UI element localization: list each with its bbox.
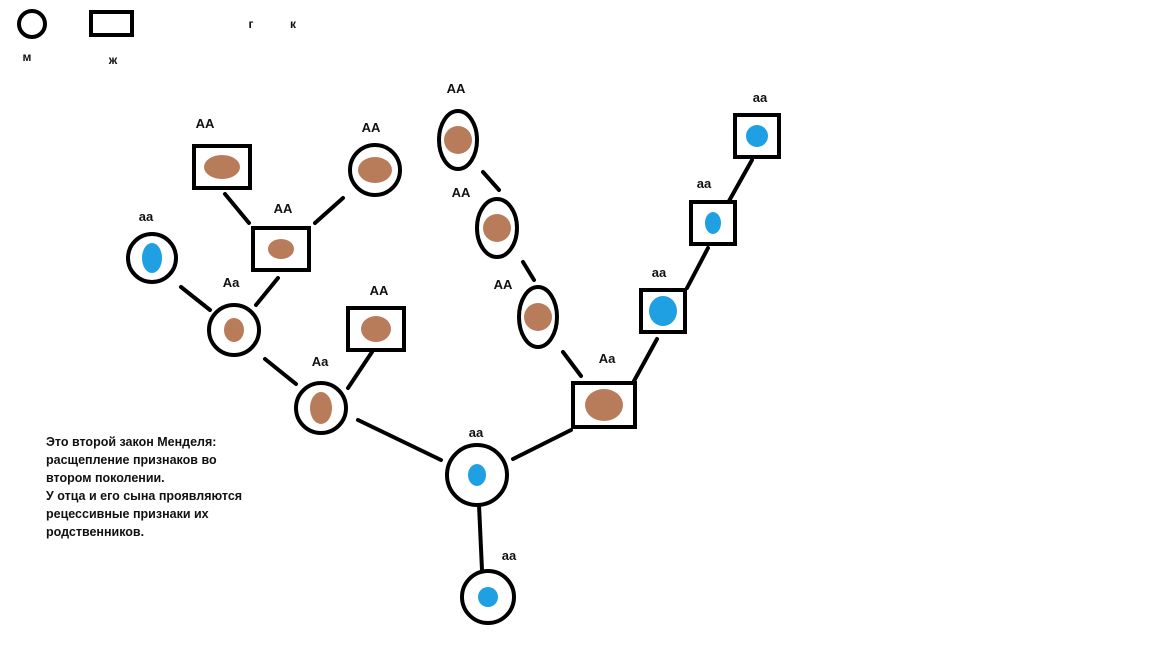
note-line-1: Это второй закон Менделя:: [46, 435, 217, 449]
person-father: Aa: [294, 354, 348, 435]
person-grandmother: aa: [126, 209, 178, 284]
note-line-5: рецессивные признаки их: [46, 507, 209, 521]
legend-circle-symbol: [17, 9, 47, 39]
connector-line: [477, 503, 484, 572]
person-chain-3: AA: [494, 277, 559, 349]
person-mother: Aa: [571, 351, 637, 429]
recessive-trait-blob: [746, 125, 768, 147]
person-son: aa: [460, 548, 517, 625]
explanation-note: Это второй закон Менделя: расщепление пр…: [46, 433, 286, 541]
genotype-label: AA: [370, 283, 389, 298]
genotype-label: Aa: [223, 275, 240, 290]
recessive-trait-blob: [478, 587, 498, 607]
connector-line: [346, 350, 374, 390]
person-father-other: AA: [346, 283, 406, 352]
dominant-trait-blob: [224, 318, 244, 342]
legend-extra-letter: к: [290, 17, 297, 31]
dominant-trait-blob: [358, 157, 392, 183]
person-right-2: aa: [689, 176, 737, 246]
note-line-2: расщепление признаков во: [46, 453, 217, 467]
genotype-label: AA: [452, 185, 471, 200]
recessive-trait-blob: [468, 464, 486, 486]
dominant-trait-blob: [483, 214, 511, 242]
person-gf-paternal-father: AA: [192, 116, 252, 190]
person-gm-paternal-mother: AA: [348, 120, 402, 197]
note-line-4: У отца и его сына проявляются: [46, 489, 243, 503]
connector-line: [481, 170, 501, 192]
genotype-label: aa: [502, 548, 517, 563]
person-right-1: aa: [733, 90, 781, 159]
recessive-trait-blob: [142, 243, 162, 273]
person-father-parent: Aa: [207, 275, 261, 357]
person-grandfather: AA: [251, 201, 311, 272]
recessive-trait-blob: [649, 296, 677, 326]
recessive-trait-blob: [705, 212, 721, 234]
dominant-trait-blob: [310, 392, 332, 424]
genotype-label: aa: [697, 176, 712, 191]
dominant-trait-blob: [268, 239, 294, 259]
dominant-trait-blob: [204, 155, 240, 179]
legend-square-symbol: [89, 10, 134, 37]
legend-female-label: ж: [108, 53, 118, 67]
genotype-label: aa: [139, 209, 154, 224]
legend: м ж г к: [17, 9, 297, 67]
note-line-6: родственников.: [46, 525, 145, 539]
genotype-label: aa: [753, 90, 768, 105]
connector-line: [223, 192, 251, 225]
connector-line: [632, 337, 659, 383]
person-center: aa: [445, 425, 509, 507]
connector-line: [685, 246, 710, 290]
square-symbol: [346, 306, 406, 352]
connector-line: [561, 350, 583, 378]
person-right-3: aa: [639, 265, 687, 334]
connector-line: [511, 428, 573, 461]
genotype-label: Aa: [599, 351, 616, 366]
dominant-trait-blob: [444, 126, 472, 154]
genotype-label: aa: [652, 265, 667, 280]
genotype-label: AA: [494, 277, 513, 292]
dominant-trait-blob: [361, 316, 391, 342]
connector-line: [727, 158, 754, 203]
connector-line: [254, 276, 280, 307]
genotype-label: AA: [196, 116, 215, 131]
square-symbol: [251, 226, 311, 272]
connector-line: [356, 418, 443, 462]
genotype-label: AA: [447, 81, 466, 96]
connector-lines: [179, 158, 754, 572]
genotype-label: Aa: [312, 354, 329, 369]
dominant-trait-blob: [585, 389, 623, 421]
connector-line: [313, 196, 345, 225]
legend-male-label: м: [23, 50, 32, 64]
legend-extra-letter: г: [249, 17, 254, 31]
genotype-label: AA: [274, 201, 293, 216]
genotype-label: aa: [469, 425, 484, 440]
person-chain-2: AA: [452, 185, 519, 259]
connector-line: [263, 357, 298, 386]
genotype-label: AA: [362, 120, 381, 135]
note-line-3: втором поколении.: [46, 471, 165, 485]
connector-line: [179, 285, 212, 312]
connector-line: [521, 260, 536, 282]
person-chain-1: AA: [437, 81, 479, 171]
dominant-trait-blob: [524, 303, 552, 331]
